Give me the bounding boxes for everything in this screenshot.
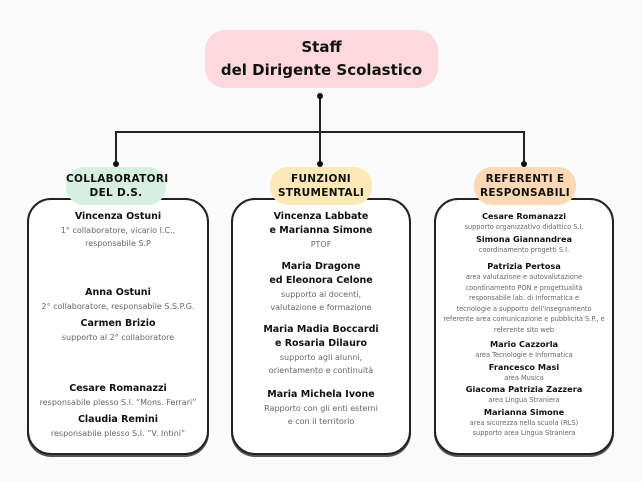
entry-francesco-masi: Francesco Masi area Musica [436,361,612,384]
entry-role: area Musica [504,373,544,382]
entry-name: Claudia Remini [77,414,159,425]
entry-role: referente area comunicazione e pubblicit… [443,315,605,323]
entry-name: e Rosaria Dilauro [274,338,368,349]
entry-michela-ivone: Maria Michela Ivone Rapporto con gli ent… [233,388,409,428]
header-funzioni-strumentali: FUNZIONI STRUMENTALI [270,167,372,205]
entry-role: area valutazione e autovalutazione [465,273,583,281]
entry-role: 2° collaboratore, responsabile S.S.P.G. [41,302,195,311]
entry-role: supporto organizzativo didattico S.I. [464,223,584,231]
entry-role: 1° collaboratore, vicario I.C., [60,226,176,235]
entry-name: Cesare Romanazzi [69,383,167,394]
connector-dot-root [317,93,323,99]
panel-funzioni-strumentali: Vincenza Labbate e Marianna Simone PTOF … [231,198,411,455]
entry-role: area Tecnologie e Informatica [475,351,573,359]
entry-name: Mario Cazzorla [489,339,559,349]
entry-role: area sicurezza nella scuola (RLS) [469,418,579,427]
entry-role: coordinamento PON e progettualità [465,283,583,292]
entry-role: tecnologie a supporto dell'insegnamento [456,304,592,313]
entry-name: Vincenza Labbate [273,211,369,222]
entry-carmen-brizio: Carmen Brizio supporto al 2° collaborato… [29,317,207,344]
entry-cesare-romanazzi: Cesare Romanazzi responsabile plesso S.I… [29,382,207,409]
header-referenti-line2: RESPONSABILI [479,187,571,199]
entry-name: Maria Madia Boccardi [263,324,379,335]
entry-mario-cazzorla: Mario Cazzorla area Tecnologie e Informa… [436,338,612,361]
entry-role: valutazione e formazione [270,303,372,312]
entry-name: Cesare Romanazzi [481,211,567,221]
entry-role: area Lingua Straniera [488,396,560,404]
entry-vincenza-ostuni: Vincenza Ostuni 1° collaboratore, vicari… [29,210,207,250]
entry-role: supporto ai docenti, [280,290,362,299]
header-referenti-responsabili: REFERENTI E RESPONSABILI [474,167,576,205]
entry-name: Maria Michela Ivone [267,389,375,400]
root-title-line1: Staff [301,38,342,56]
entry-name: Carmen Brizio [80,318,156,329]
entry-role: responsabile lab. di Informatica e [468,294,580,302]
entry-role: PTOF [310,240,332,249]
entry-name: Francesco Masi [488,361,560,372]
entry-name: Maria Dragone [281,261,361,272]
entry-cesare-romanazzi-ref: Cesare Romanazzi supporto organizzativo … [436,210,612,233]
entry-role: referente sito web [493,325,555,334]
header-collaboratori-line2: DEL D.S. [89,187,143,199]
entry-role: responsabile plesso S.I. “V. Intini” [50,429,186,438]
header-referenti-line1: REFERENTI E [485,173,565,185]
entry-name: ed Eleonora Celone [269,275,373,286]
entry-role: responsabile plesso S.I. “Mons. Ferrari” [39,398,197,407]
entry-role: supporto area Lingua Straniera [472,429,576,437]
entry-dragone-celone: Maria Dragone ed Eleonora Celone support… [233,260,409,314]
entry-boccardi-dilauro: Maria Madia Boccardi e Rosaria Dilauro s… [233,323,409,377]
entry-anna-ostuni: Anna Ostuni 2° collaboratore, responsabi… [29,286,207,313]
panel-collaboratori: Vincenza Ostuni 1° collaboratore, vicari… [27,198,209,455]
entry-role: Rapporto con gli enti esterni [264,404,378,413]
entry-role: responsabile S.P [85,239,151,248]
header-collaboratori-line1: COLLABORATORI [66,173,169,185]
header-funzioni-line1: FUNZIONI [290,173,352,185]
entry-role: orientamento e continuità [268,366,374,375]
entry-role: coordinamento progetti S.I. [478,245,570,254]
entry-role: e con il territorio [287,417,355,426]
entry-name: Patrizia Pertosa [487,261,561,271]
entry-claudia-remini: Claudia Remini responsabile plesso S.I. … [29,413,207,440]
entry-role: supporto agli alunni, [279,353,363,362]
header-funzioni-line2: STRUMENTALI [277,187,365,199]
entry-labbate-simone: Vincenza Labbate e Marianna Simone PTOF [233,210,409,251]
entry-role: supporto al 2° collaboratore [61,333,175,342]
entry-name: e Marianna Simone [269,225,373,236]
root-node: Staff del Dirigente Scolastico [205,30,438,88]
entry-marianna-simone: Marianna Simone area sicurezza nella scu… [436,406,612,439]
entry-name: Marianna Simone [483,406,565,417]
entry-name: Giacoma Patrizia Zazzera [465,384,583,394]
entry-name: Vincenza Ostuni [74,211,162,222]
entry-patrizia-pertosa: Patrizia Pertosa area valutazione e auto… [436,260,612,335]
connector-branch-bar [115,131,525,164]
entry-name: Simona Giannandrea [475,233,573,244]
entry-giacoma-zazzera: Giacoma Patrizia Zazzera area Lingua Str… [436,383,612,406]
panel-referenti-responsabili: Cesare Romanazzi supporto organizzativo … [434,198,614,455]
header-collaboratori: COLLABORATORI DEL D.S. [66,167,169,205]
entry-simona-giannandrea: Simona Giannandrea coordinamento progett… [436,233,612,256]
entry-name: Anna Ostuni [85,287,151,298]
root-title-line2: del Dirigente Scolastico [220,61,423,79]
